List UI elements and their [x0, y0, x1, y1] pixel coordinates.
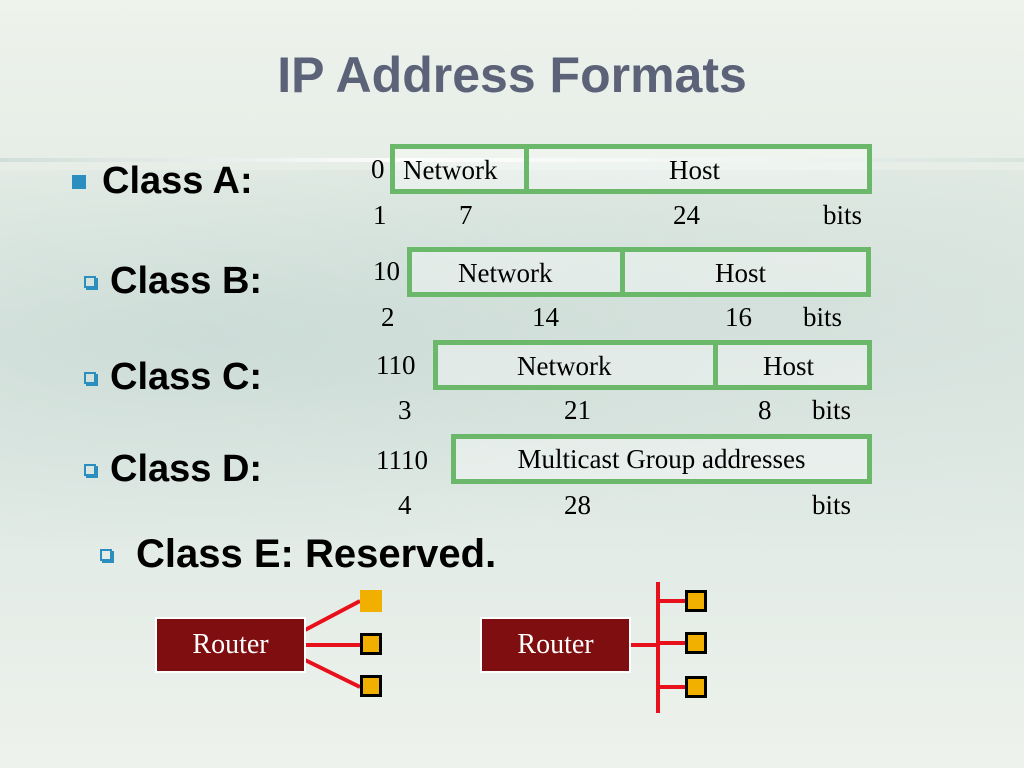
link-line — [304, 599, 361, 632]
class-c-bits-3: 8 — [758, 395, 772, 425]
class-c-bits-1: 3 — [398, 395, 412, 425]
host-node-icon — [360, 633, 382, 655]
host-node-icon — [685, 590, 707, 612]
class-a-bits-1: 1 — [373, 200, 387, 230]
class-a-field-box: Network Host — [390, 144, 872, 194]
class-a-divider — [524, 144, 529, 194]
class-b-bits-2: 14 — [532, 302, 559, 332]
host-node-icon — [685, 676, 707, 698]
class-b-bullet: Class B: — [84, 260, 262, 303]
slide-title: IP Address Formats — [277, 47, 747, 103]
class-a-bits-3: 24 — [673, 200, 700, 230]
background-band — [0, 158, 1024, 162]
hollow-square-bullet-icon — [100, 548, 112, 561]
class-e-label: Class E: Reserved. — [136, 532, 497, 576]
class-c-host: Host — [763, 351, 815, 381]
class-a-bits-2: 7 — [459, 200, 473, 230]
class-d-field: Multicast Group addresses — [517, 443, 806, 474]
class-b-field-box: Network Host — [407, 247, 871, 297]
class-b-host: Host — [715, 258, 767, 288]
class-d-field-box: Multicast Group addresses — [451, 434, 872, 484]
class-c-bullet: Class C: — [84, 356, 262, 399]
class-c-divider — [713, 340, 718, 390]
class-d-prefix: 1110 — [376, 445, 428, 475]
square-bullet-icon — [72, 174, 86, 189]
class-a-bits-unit: bits — [823, 200, 863, 230]
class-d-bits-2: 28 — [564, 490, 591, 520]
class-c-prefix: 110 — [376, 350, 416, 380]
class-d-bullet: Class D: — [84, 448, 262, 491]
class-a-bullet: Class A: — [72, 160, 253, 203]
class-c-label: Class C: — [110, 356, 263, 398]
class-b-divider — [620, 247, 625, 297]
host-node-icon — [685, 632, 707, 654]
background-shading — [0, 170, 1024, 590]
class-c-bits-unit: bits — [812, 395, 852, 425]
class-b-bits-3: 16 — [725, 302, 752, 332]
host-node-icon — [360, 590, 382, 612]
class-a-label: Class A: — [102, 160, 253, 202]
host-node-icon — [360, 675, 382, 697]
class-d-bits-unit: bits — [812, 490, 852, 520]
class-a-host: Host — [669, 155, 721, 185]
class-b-network: Network — [458, 258, 553, 288]
class-c-network: Network — [517, 351, 612, 381]
class-b-label: Class B: — [110, 260, 263, 302]
class-b-bits-unit: bits — [803, 302, 843, 332]
router-left: Router — [155, 617, 306, 673]
class-a-prefix: 0 — [371, 154, 385, 184]
link-line — [304, 658, 361, 689]
class-d-bits-1: 4 — [398, 490, 412, 520]
class-c-field-box: Network Host — [433, 340, 872, 390]
class-c-bits-2: 21 — [564, 395, 591, 425]
class-b-bits-1: 2 — [381, 302, 395, 332]
hollow-square-bullet-icon — [84, 371, 96, 384]
class-b-prefix: 10 — [373, 256, 400, 286]
hollow-square-bullet-icon — [84, 463, 96, 476]
router-right: Router — [480, 617, 631, 673]
class-d-label: Class D: — [110, 448, 263, 490]
class-a-network: Network — [403, 155, 498, 185]
hollow-square-bullet-icon — [84, 275, 96, 288]
class-e-bullet: Class E: Reserved. — [100, 532, 496, 577]
